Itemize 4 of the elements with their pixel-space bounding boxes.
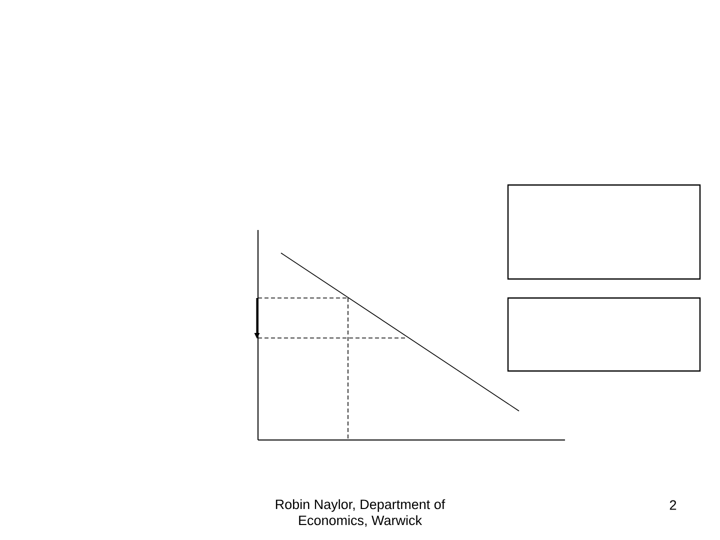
empty-box [507, 184, 701, 280]
page-number: 2 [670, 500, 676, 510]
empty-box [507, 297, 701, 372]
footer-text: Robin Naylor, Department of Economics, Warwick [276, 499, 446, 527]
